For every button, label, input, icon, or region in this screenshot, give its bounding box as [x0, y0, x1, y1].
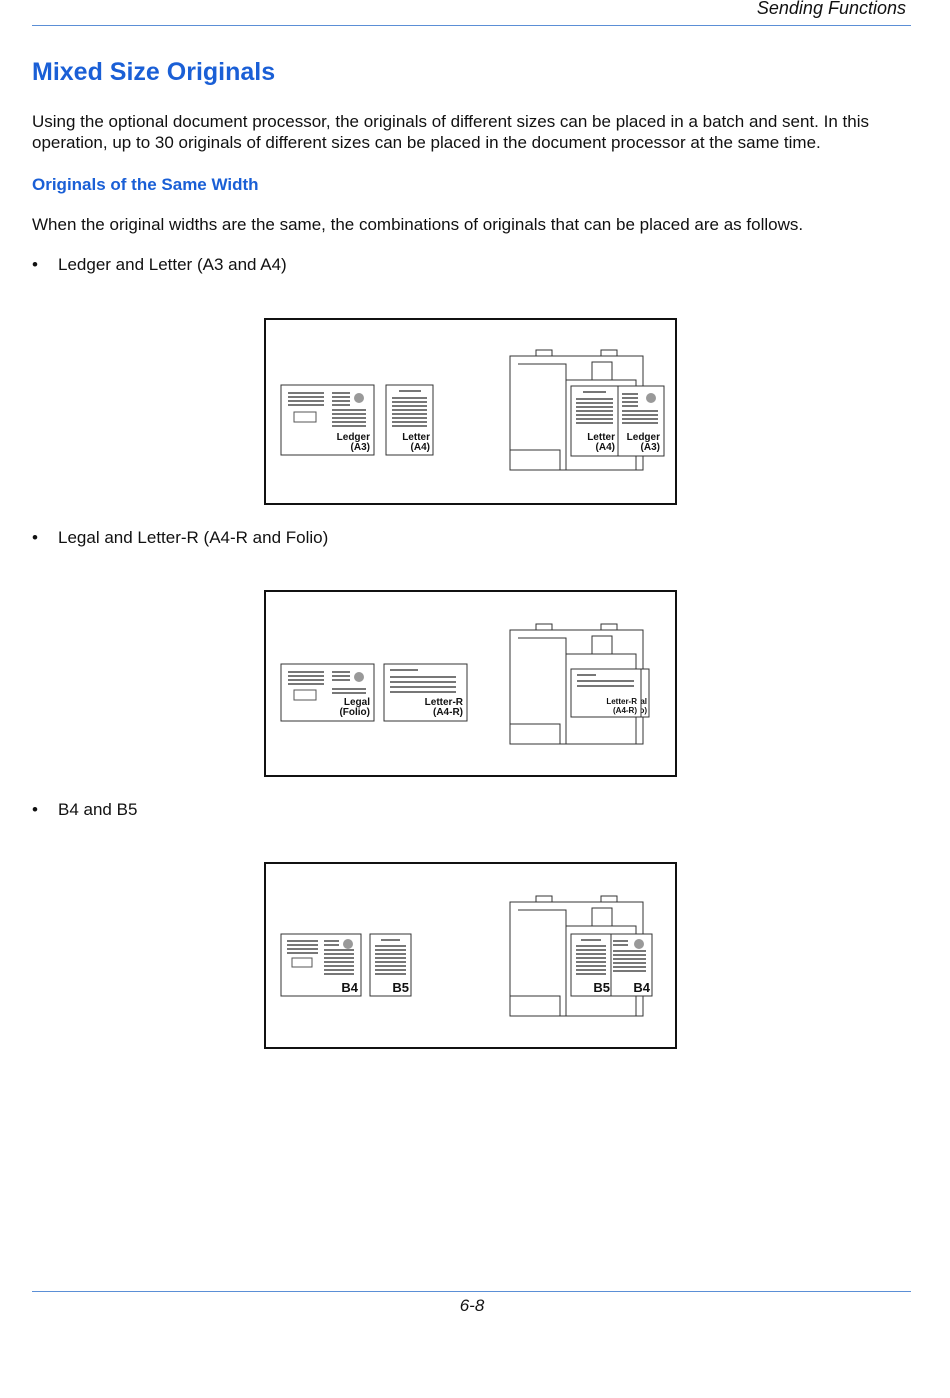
figure-b4-b5-illustration: B4 B5 [280, 895, 653, 1017]
processor-back-partial-label: al [640, 697, 647, 706]
processor-ledger-sheet [617, 385, 665, 457]
bullet-dot: • [32, 255, 38, 274]
processor-front-alt-label: (A4-R) [613, 706, 637, 715]
intro-paragraph: Using the optional document processor, t… [32, 112, 869, 152]
paper-b5-label: B5 [392, 980, 409, 995]
lead-paragraph: When the original widths are the same, t… [32, 215, 804, 234]
paper-legal-illustration [280, 663, 375, 722]
running-header: Sending Functions [756, 0, 906, 18]
processor-back-label: Ledger [627, 432, 660, 443]
bullet-item-2: • Legal and Letter-R (A4-R and Folio) [32, 528, 328, 548]
header-rule [32, 25, 911, 26]
processor-back-partial-alt-label: o) [639, 706, 647, 715]
processor-b4-sheet [608, 933, 653, 997]
bullet-text: B4 and B5 [58, 800, 138, 819]
figure-legal-letter-r: Legal (Folio) Letter-R (A4-R) al o) [264, 590, 677, 777]
figure-ledger-letter: Ledger (A3) Letter (A4) [264, 318, 677, 505]
paper-ledger-illustration [280, 384, 375, 456]
paper-legal-alt-label: (Folio) [339, 707, 370, 718]
page-number: 6-8 [459, 1296, 485, 1315]
processor-letter-r-sheet [570, 668, 642, 718]
processor-back-alt-label: (A3) [641, 442, 660, 453]
bullet-text: Legal and Letter-R (A4-R and Folio) [58, 528, 329, 547]
page-title: Mixed Size Originals [32, 58, 276, 86]
bullet-item-1: • Ledger and Letter (A3 and A4) [32, 255, 287, 275]
paper-ledger-label: Ledger [337, 432, 370, 443]
processor-front-label: Letter [587, 432, 615, 443]
processor-back-label: B4 [633, 980, 650, 995]
paper-letter-label: Letter [402, 432, 430, 443]
processor-letter-sheet [570, 385, 619, 457]
processor-b5-sheet [570, 933, 612, 997]
paper-ledger-alt-label: (A3) [351, 442, 370, 453]
bullet-dot: • [32, 528, 38, 547]
paper-letter-r-alt-label: (A4-R) [433, 707, 463, 718]
footer-rule [32, 1291, 911, 1292]
paper-letter-r-illustration [383, 663, 468, 722]
paper-legal-label: Legal [344, 697, 370, 708]
paper-b5-illustration [369, 933, 412, 997]
paper-letter-illustration [385, 384, 434, 456]
section-subheading: Originals of the Same Width [32, 175, 259, 194]
processor-front-alt-label: (A4) [596, 442, 615, 453]
paper-b4-label: B4 [341, 980, 358, 995]
paper-b4-illustration [280, 933, 362, 997]
processor-front-label: B5 [593, 980, 610, 995]
paper-letter-alt-label: (A4) [411, 442, 430, 453]
bullet-dot: • [32, 800, 38, 819]
figure-ledger-letter-illustration: Ledger (A3) Letter (A4) [280, 349, 665, 471]
figure-legal-letter-r-illustration: Legal (Folio) Letter-R (A4-R) al o) [280, 623, 650, 745]
bullet-item-3: • B4 and B5 [32, 800, 137, 820]
paper-letter-r-label: Letter-R [425, 697, 464, 708]
figure-b4-b5: B4 B5 [264, 862, 677, 1049]
processor-front-label: Letter-R [606, 697, 637, 706]
bullet-text: Ledger and Letter (A3 and A4) [58, 255, 287, 274]
